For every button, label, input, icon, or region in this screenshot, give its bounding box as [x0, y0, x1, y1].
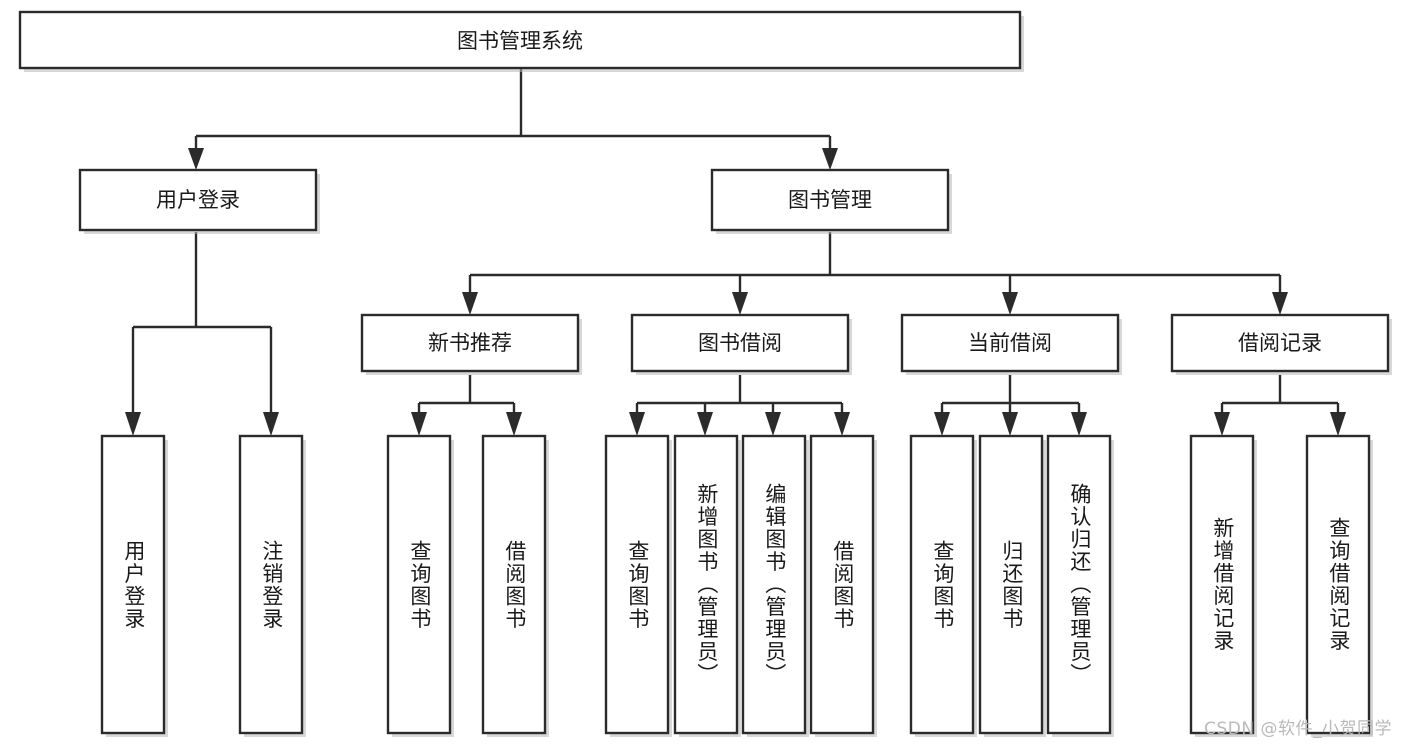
book-management-label: 图书管理	[788, 188, 872, 212]
user-login-box[interactable]	[78, 168, 318, 232]
arrow-head-leaf-borrow-book-2	[834, 412, 850, 436]
arrow-head-leaf-add-record	[1214, 412, 1230, 436]
node-new-book-recommend[interactable]: 新书推荐	[360, 313, 582, 375]
connector-group-borrow-record	[1214, 375, 1346, 436]
arrow-head-leaf-query-book-2	[629, 412, 645, 436]
current-borrow-box[interactable]	[900, 313, 1120, 373]
book-management-box[interactable]	[710, 168, 950, 232]
arrow-head-current-borrow	[1002, 292, 1018, 315]
leaf-add-book-box[interactable]	[673, 434, 739, 735]
node-book-management[interactable]: 图书管理	[710, 168, 952, 234]
arrow-head-leaf-add-book	[697, 412, 713, 436]
leaf-add-record-box[interactable]	[1189, 434, 1255, 735]
arrow-head-book-management	[822, 148, 838, 170]
connector-group-book-management	[462, 232, 1288, 315]
arrow-head-leaf-user-login	[125, 412, 141, 436]
current-borrow-label: 当前借阅	[968, 331, 1052, 355]
leaf-boxes	[100, 434, 1373, 737]
leaf-query-book-3-box[interactable]	[909, 434, 975, 735]
arrow-head-leaf-query-record	[1330, 412, 1346, 436]
arrow-head-leaf-logout-login	[263, 412, 279, 436]
arrow-head-leaf-borrow-book-1	[506, 412, 522, 436]
borrow-record-label: 借阅记录	[1238, 331, 1322, 355]
new-book-recommend-box[interactable]	[360, 313, 580, 373]
node-borrow-record[interactable]: 借阅记录	[1170, 313, 1392, 375]
arrow-head-borrow-record	[1272, 292, 1288, 315]
connector-group-current-borrow	[934, 375, 1087, 436]
borrow-record-box[interactable]	[1170, 313, 1390, 373]
book-borrow-box[interactable]	[630, 313, 850, 373]
connector-group-new-book-recommend	[411, 375, 522, 436]
connector-group-book-borrow	[629, 375, 850, 436]
leaf-query-book-2-box[interactable]	[604, 434, 670, 735]
leaf-user-login-box[interactable]	[100, 434, 166, 735]
arrow-head-leaf-edit-book	[765, 412, 781, 436]
new-book-recommend-label: 新书推荐	[428, 331, 512, 355]
leaf-borrow-book-1-box[interactable]	[481, 434, 547, 735]
arrow-head-leaf-confirm-return	[1071, 412, 1087, 436]
node-book-borrow[interactable]: 图书借阅	[630, 313, 852, 375]
leaf-confirm-return-box[interactable]	[1046, 434, 1112, 735]
arrow-head-leaf-return-book	[1002, 412, 1018, 436]
leaf-logout-login-box[interactable]	[238, 434, 304, 735]
node-root[interactable]: 图书管理系统	[18, 10, 1024, 72]
connector-group-user-login	[125, 232, 279, 436]
leaf-query-record-box[interactable]	[1305, 434, 1371, 735]
root-label: 图书管理系统	[457, 29, 583, 53]
arrow-head-book-borrow	[732, 292, 748, 315]
book-borrow-label: 图书借阅	[698, 331, 782, 355]
leaf-return-book-box[interactable]	[978, 434, 1044, 735]
node-current-borrow[interactable]: 当前借阅	[900, 313, 1122, 375]
csdn-watermark: CSDN @软件_小贺同学	[1204, 719, 1392, 739]
leaf-borrow-book-2-box[interactable]	[809, 434, 875, 735]
connector-group-root	[188, 68, 838, 170]
user-login-label: 用户登录	[156, 188, 240, 212]
root-box[interactable]	[18, 10, 1022, 70]
leaf-query-book-1-box[interactable]	[386, 434, 452, 735]
arrow-head-leaf-query-book-1	[411, 412, 427, 436]
arrow-head-leaf-query-book-3	[934, 412, 950, 436]
leaf-edit-book-box[interactable]	[741, 434, 807, 735]
node-user-login[interactable]: 用户登录	[78, 168, 320, 234]
arrow-head-new-book-recommend	[462, 292, 478, 315]
arrow-head-user-login	[188, 148, 204, 170]
